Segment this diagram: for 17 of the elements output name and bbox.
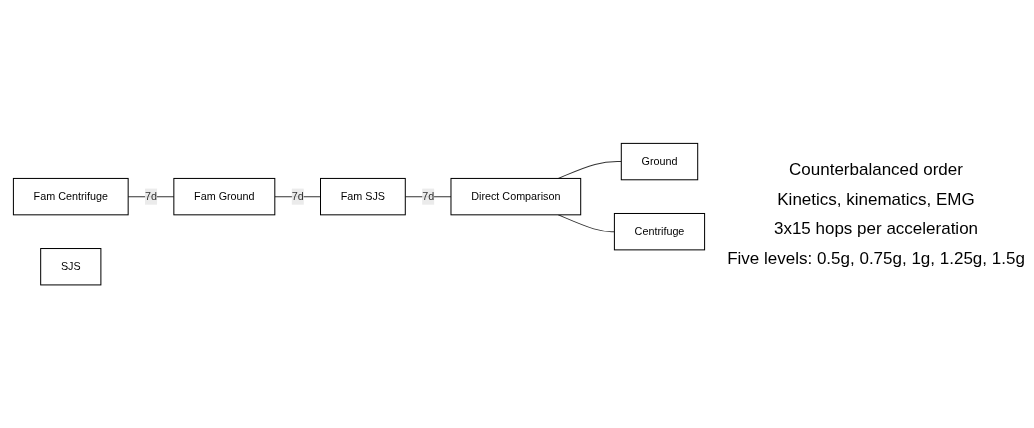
node-box: Fam Centrifuge — [12, 177, 129, 216]
note-text: Kinetics, kinematics, EMG — [776, 188, 976, 211]
edge-label: 7d — [291, 190, 304, 202]
node-box: SJS — [40, 247, 102, 286]
note-text: Counterbalanced order — [788, 159, 964, 181]
node-box: Ground — [620, 142, 699, 181]
node-box: Fam Ground — [173, 177, 276, 216]
node-box: Direct Comparison — [450, 177, 582, 216]
note-text: Five levels: 0.5g, 0.75g, 1g, 1.25g, 1.5g — [726, 247, 1026, 270]
connector — [557, 160, 622, 179]
note-text: 3x15 hops per acceleration — [772, 218, 980, 240]
edge-label: 7d — [422, 190, 435, 202]
edge-label: 7d — [145, 190, 157, 202]
node-box: Fam SJS — [320, 177, 406, 216]
connector — [274, 195, 321, 197]
connector — [557, 214, 615, 233]
node-box: Centrifuge — [613, 212, 706, 251]
